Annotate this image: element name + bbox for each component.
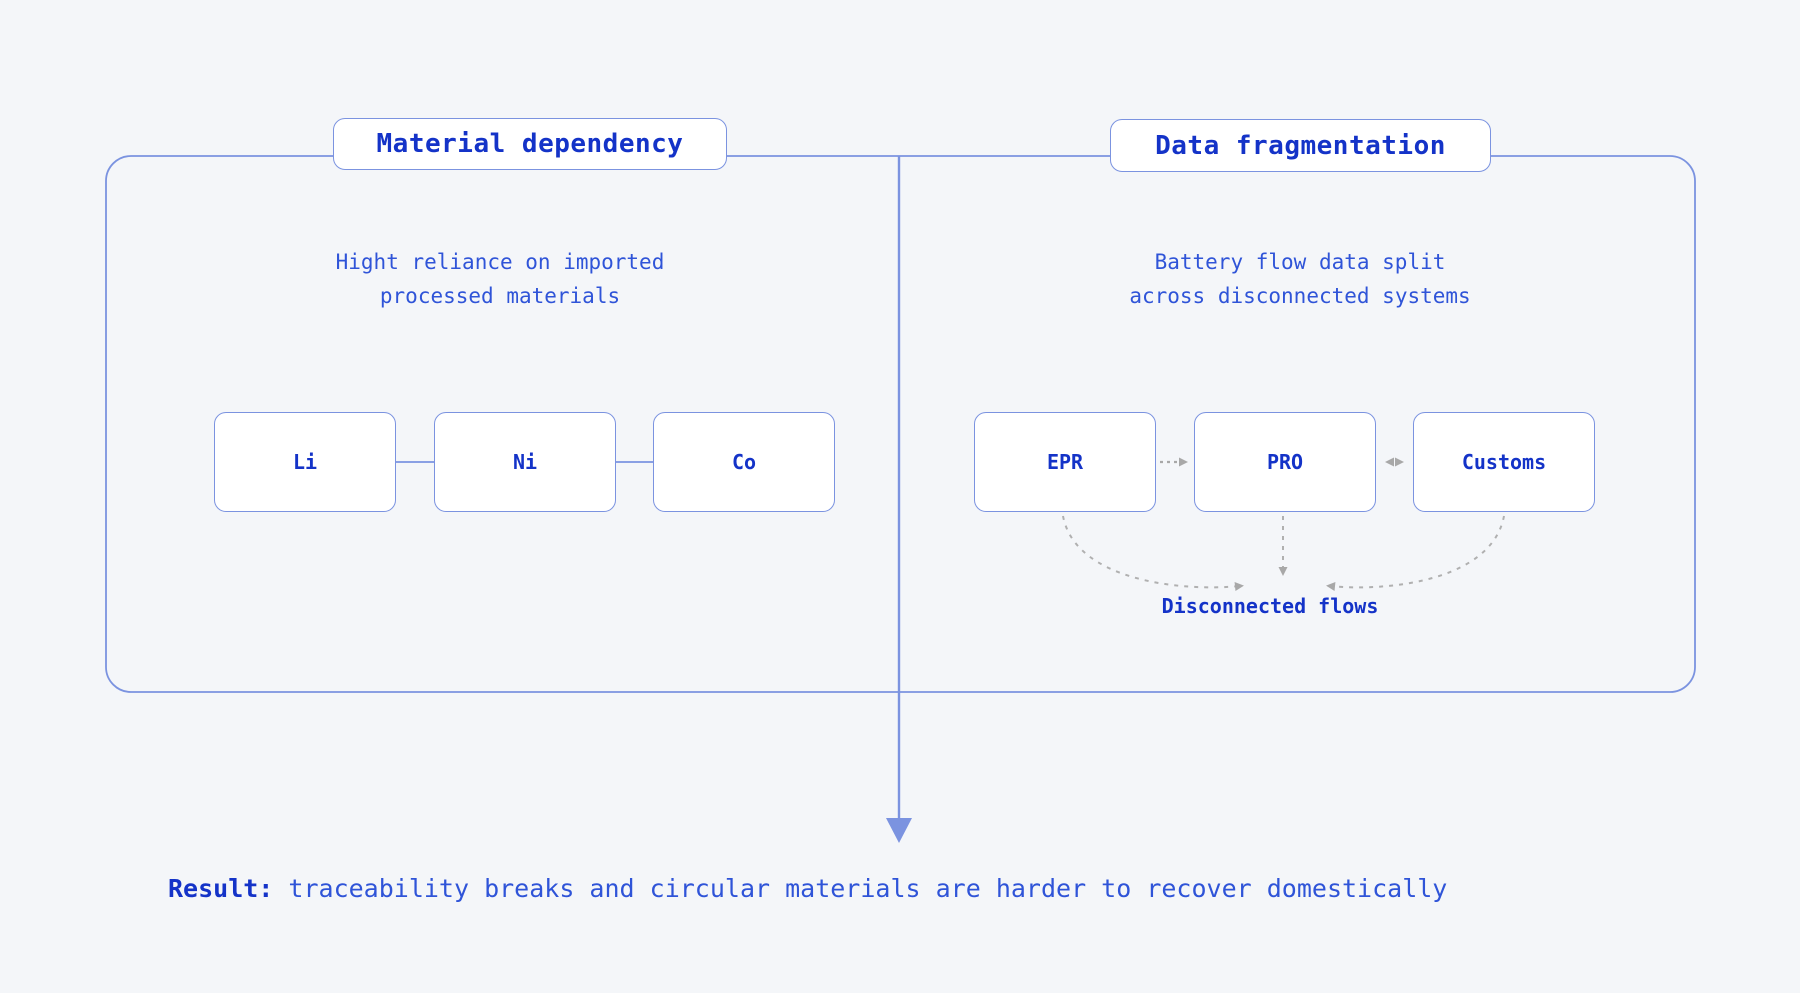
panel-description-material-dependency: Hight reliance on imported processed mat… <box>335 250 665 308</box>
panel-title-data-fragmentation: Data fragmentation <box>1110 119 1491 172</box>
center-spine-arrowhead <box>886 818 912 843</box>
node-li[interactable]: Li <box>214 412 396 512</box>
node-co[interactable]: Co <box>653 412 835 512</box>
panel-title-material-dependency: Material dependency <box>333 118 727 170</box>
node-customs[interactable]: Customs <box>1413 412 1595 512</box>
panel-description-data-fragmentation: Battery flow data split across disconnec… <box>1129 250 1471 308</box>
node-epr[interactable]: EPR <box>974 412 1156 512</box>
flow-customs-to-disconnected <box>1326 515 1505 591</box>
flow-epr-to-disconnected <box>1062 515 1244 591</box>
result-text: traceability breaks and circular materia… <box>273 874 1448 903</box>
result-statement: Result: traceability breaks and circular… <box>168 874 1447 903</box>
node-ni[interactable]: Ni <box>434 412 616 512</box>
disconnected-flows-label: Disconnected flows <box>1161 594 1379 618</box>
node-pro[interactable]: PRO <box>1194 412 1376 512</box>
result-label: Result: <box>168 874 274 903</box>
